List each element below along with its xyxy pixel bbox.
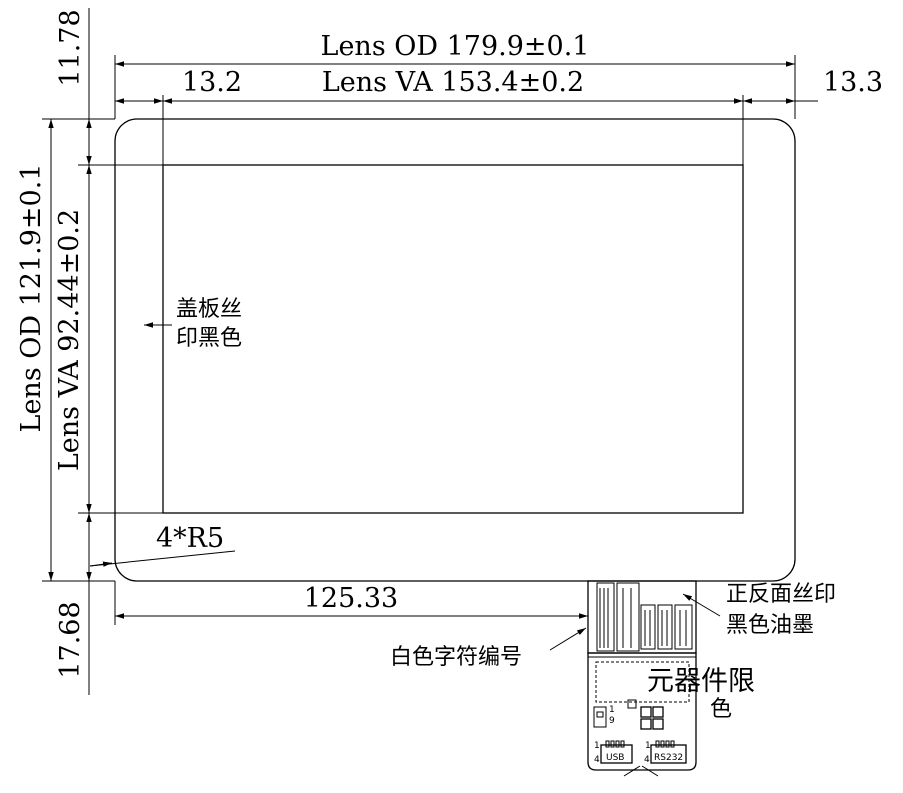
- fpc-pin-1a: 1: [594, 741, 600, 751]
- note-white-char-code: 白色字符编号: [390, 645, 522, 670]
- note-cover-print-line1: 盖板丝: [176, 297, 242, 322]
- dim-top-margin: 11.78: [55, 9, 86, 86]
- lens-outer-outline: [114, 118, 796, 582]
- dim-fpc-offset: 125.33: [304, 583, 398, 614]
- dim-lens-va-height: Lens VA 92.44±0.2: [54, 209, 85, 471]
- dim-lens-va-width: Lens VA 153.4±0.2: [322, 67, 584, 98]
- fpc-tail: 9 1 USB 1 4 RS232 1 4: [587, 580, 697, 777]
- note-component-limit-line2: 色: [710, 697, 732, 722]
- fpc-pin-1b: 1: [645, 741, 651, 751]
- fpc-pin-4a: 4: [594, 755, 600, 765]
- note-cover-print-line2: 印黑色: [176, 326, 242, 351]
- note-component-limit-line1: 元器件限: [647, 666, 755, 697]
- note-both-side-print-line2: 黑色油墨: [726, 613, 814, 638]
- fpc-pin-1c: 1: [609, 705, 615, 715]
- dim-lens-od-width: Lens OD 179.9±0.1: [321, 31, 590, 62]
- dim-right-margin: 13.3: [823, 67, 883, 98]
- note-both-side-print-line1: 正反面丝印: [726, 582, 836, 607]
- rs232-label: RS232: [654, 753, 683, 763]
- fpc-pin-4b: 4: [644, 755, 650, 765]
- dim-corner-radius: 4*R5: [156, 523, 224, 554]
- usb-label: USB: [606, 753, 624, 763]
- dim-lens-od-height: Lens OD 121.9±0.1: [16, 164, 47, 433]
- dim-bottom-margin: 17.68: [55, 601, 86, 678]
- lens-viewing-area: [162, 164, 744, 514]
- dim-left-margin: 13.2: [182, 67, 242, 98]
- fpc-pin-9: 9: [609, 716, 615, 726]
